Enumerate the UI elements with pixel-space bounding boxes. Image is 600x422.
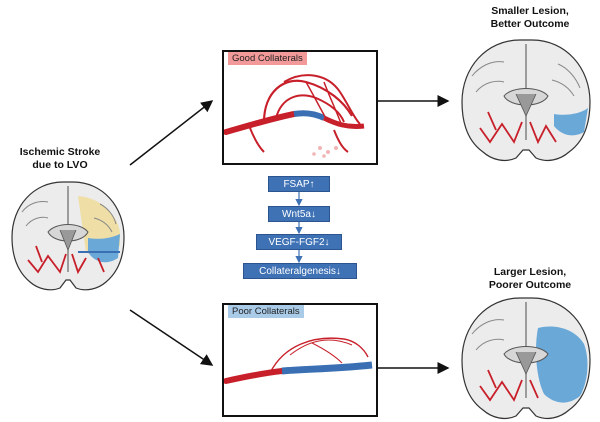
top-right-brain [461,39,591,162]
left-brain [11,181,125,291]
arrow-to-good [129,100,214,166]
bottom-right-label-line-1: Larger Lesion, [493,266,567,278]
arrow-to-poor [129,309,214,366]
top-right-label: Smaller Lesion, Better Outcome [470,5,590,31]
poor-collaterals-title: Poor Collaterals [228,305,304,318]
left-label-line-2: due to LVO [32,159,88,171]
good-collaterals-panel: Good Collaterals [222,50,378,165]
good-collaterals-illustration [224,74,365,158]
poor-collaterals-illustration [224,337,373,384]
left-label-line-1: Ischemic Stroke [19,146,101,158]
pathway-fsap: FSAP↑ [268,176,330,192]
good-collaterals-title: Good Collaterals [228,52,307,65]
left-label: Ischemic Stroke due to LVO [10,146,110,172]
bottom-right-label-line-2: Poorer Outcome [488,279,572,291]
pathway-vegf-fgf2: VEGF-FGF2↓ [256,234,342,250]
bottom-right-label: Larger Lesion, Poorer Outcome [470,266,590,292]
top-right-label-line-2: Better Outcome [490,18,570,30]
poor-collaterals-panel: Poor Collaterals [222,303,378,417]
pathway-collateralgenesis: Collateralgenesis↓ [243,263,357,279]
bottom-right-brain [461,297,591,420]
top-right-label-line-1: Smaller Lesion, [491,5,569,17]
pathway-wnt5a: Wnt5a↓ [268,206,330,222]
